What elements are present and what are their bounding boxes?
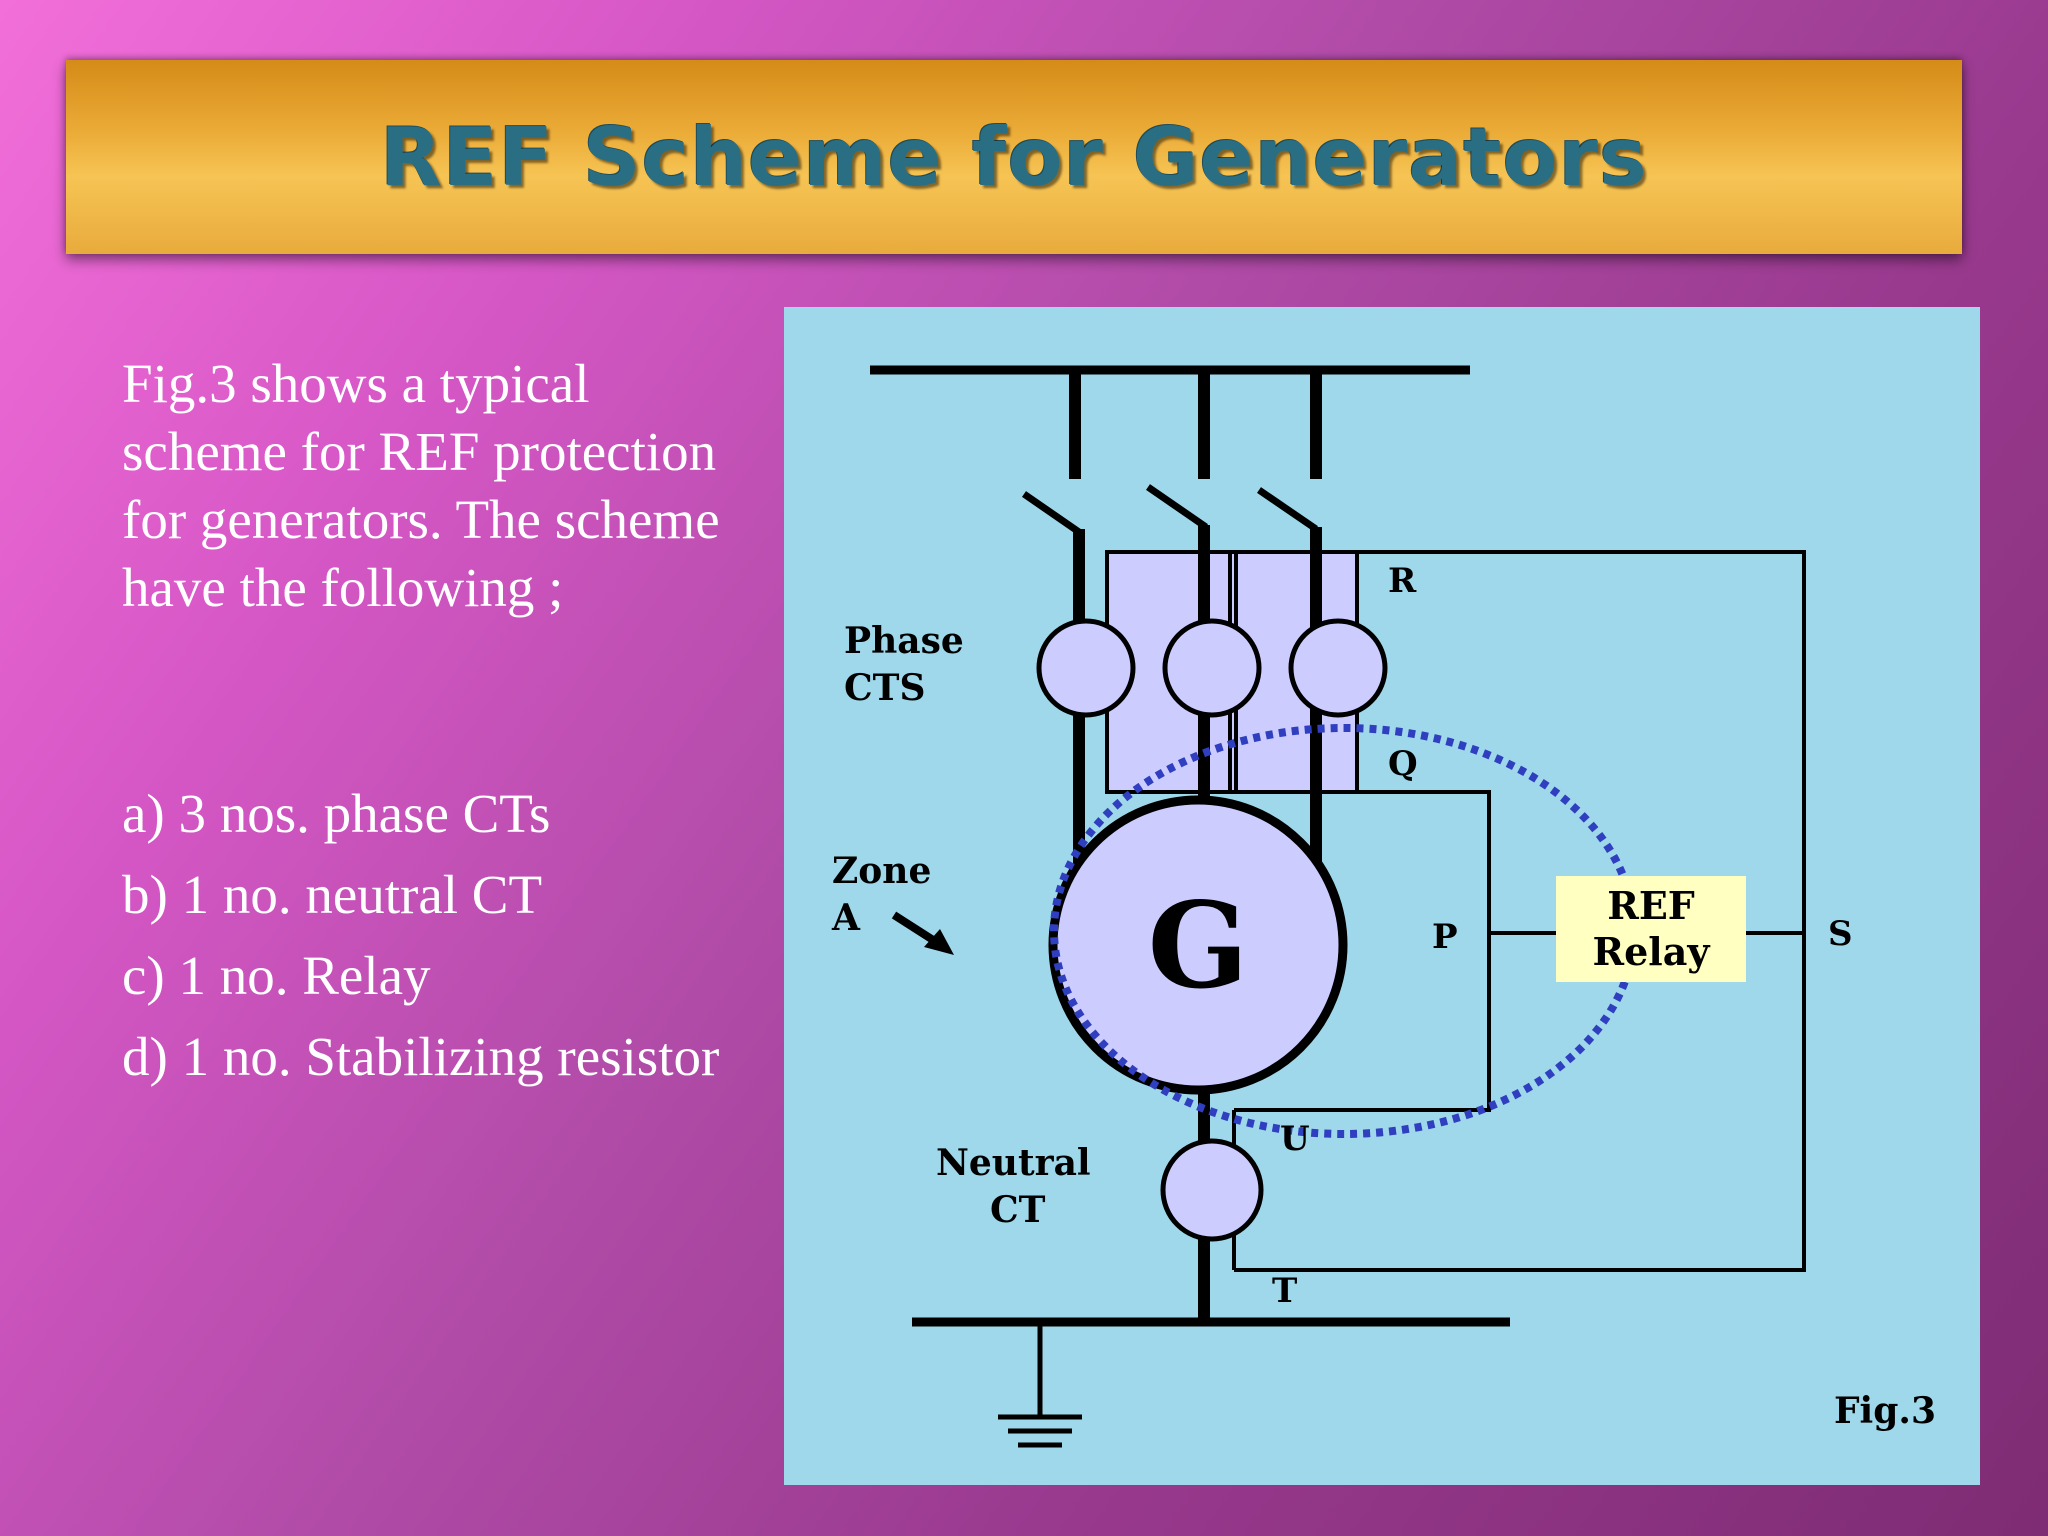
component-list: a) 3 nos. phase CTs b) 1 no. neutral CT …: [122, 780, 762, 1104]
wire-r-s-t: [1234, 550, 1806, 1272]
diagram-svg: G REF Relay Phase CTS Zone A Neutral CT …: [784, 307, 1980, 1485]
neutral-ct-label-line-2: CT: [990, 1189, 1046, 1231]
wire-q-p-u: [1234, 790, 1491, 1112]
point-s-label: S: [1828, 914, 1853, 954]
point-p-label: P: [1432, 917, 1458, 957]
phase-ct-2: [1162, 618, 1262, 718]
list-item: d) 1 no. Stabilizing resistor: [122, 1026, 720, 1087]
phase-ct-3: [1288, 618, 1388, 718]
neutral-ct-label-line-1: Neutral: [936, 1142, 1091, 1184]
diagram-background: [784, 307, 1980, 1485]
slide-title: REF Scheme for Generators: [380, 110, 1648, 204]
breaker-switch-3: [1257, 487, 1318, 532]
zone-label-line-1: Zone: [832, 850, 931, 892]
point-t-label: T: [1272, 1271, 1297, 1311]
zone-arrow-head: [924, 929, 954, 955]
zone-label-line-2: A: [831, 897, 861, 939]
phase-cts-label-line-1: Phase: [844, 620, 964, 662]
point-r-label: R: [1388, 561, 1417, 601]
description-text: Fig.3 shows a typical scheme for REF pro…: [122, 353, 720, 618]
phase-cts-label-line-2: CTS: [844, 667, 925, 709]
ref-relay-box: [1556, 876, 1746, 982]
relay-label-line-2: Relay: [1593, 929, 1711, 974]
list-item: b) 1 no. neutral CT: [122, 864, 543, 925]
relay-label-line-1: REF: [1607, 883, 1695, 928]
generator-label: G: [1148, 876, 1249, 1015]
breaker-switch-1: [1022, 491, 1081, 535]
list-item: c) 1 no. Relay: [122, 945, 431, 1006]
point-u-label: U: [1280, 1119, 1310, 1159]
ref-scheme-diagram: G REF Relay Phase CTS Zone A Neutral CT …: [784, 307, 1980, 1485]
point-q-label: Q: [1388, 744, 1418, 784]
neutral-ct: [1160, 1138, 1264, 1242]
breaker-switch-2: [1146, 484, 1208, 530]
phase-ct-1: [1036, 618, 1136, 718]
figure-caption: Fig.3: [1834, 1390, 1936, 1432]
list-item: a) 3 nos. phase CTs: [122, 783, 551, 844]
title-bar: REF Scheme for Generators: [66, 60, 1962, 254]
